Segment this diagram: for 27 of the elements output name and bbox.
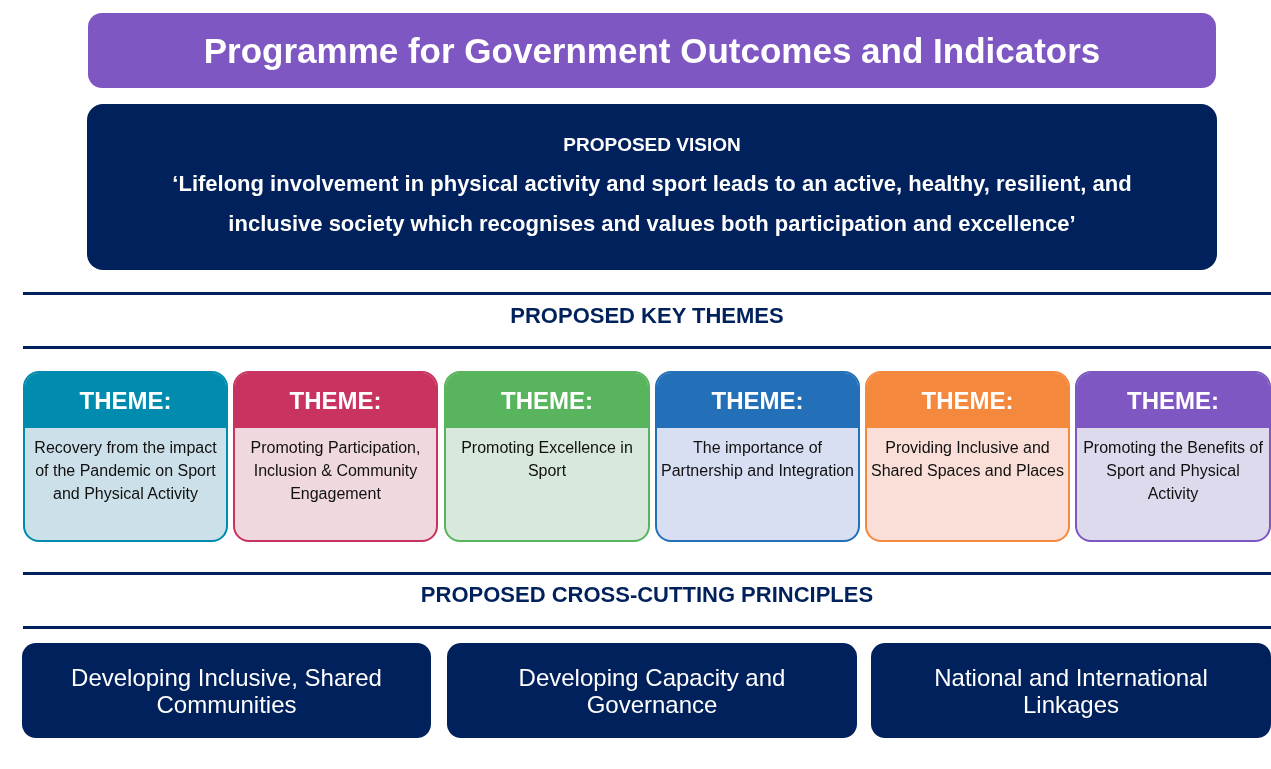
theme-card (655, 371, 860, 542)
theme-header: THEME: (1077, 373, 1269, 428)
theme-header: THEME: (867, 373, 1068, 428)
theme-card (444, 371, 650, 542)
vision-statement: ‘Lifelong involvement in physical activity and sport leads to an active, healthy, resilient, and inclusive society which recognises and values both participation and excellence’ (171, 170, 1133, 238)
theme-card (233, 371, 438, 542)
theme-header: THEME: (25, 373, 226, 428)
principle-box: Developing Inclusive, Shared Communities (22, 643, 431, 738)
theme-header: THEME: (235, 373, 436, 428)
theme-header: THEME: (446, 373, 648, 428)
principle-box: Developing Capacity and Governance (447, 643, 857, 738)
theme-description: Recovery from the impact of the Pandemic on Sport and Physical Activity (33, 438, 218, 504)
theme-header: THEME: (657, 373, 858, 428)
theme-card (1075, 371, 1271, 542)
theme-description: Promoting Excellence in Sport (460, 438, 634, 481)
theme-description: Providing Inclusive and Shared Spaces and Places (870, 438, 1065, 481)
theme-description: Promoting the Benefits of Sport and Physical Activity (1082, 438, 1264, 504)
theme-card (23, 371, 228, 542)
vision-panel (87, 104, 1217, 270)
vision-heading: PROPOSED VISION (562, 134, 742, 156)
section-heading: PROPOSED CROSS-CUTTING PRINCIPLES (419, 582, 875, 608)
section-heading: PROPOSED KEY THEMES (509, 303, 785, 329)
principle-box: National and International Linkages (871, 643, 1271, 738)
theme-description: Promoting Participation, Inclusion & Community Engagement (249, 438, 422, 504)
title-banner: Programme for Government Outcomes and Indicators (88, 13, 1216, 88)
theme-card (865, 371, 1070, 542)
theme-description: The importance of Partnership and Integration (660, 438, 855, 481)
